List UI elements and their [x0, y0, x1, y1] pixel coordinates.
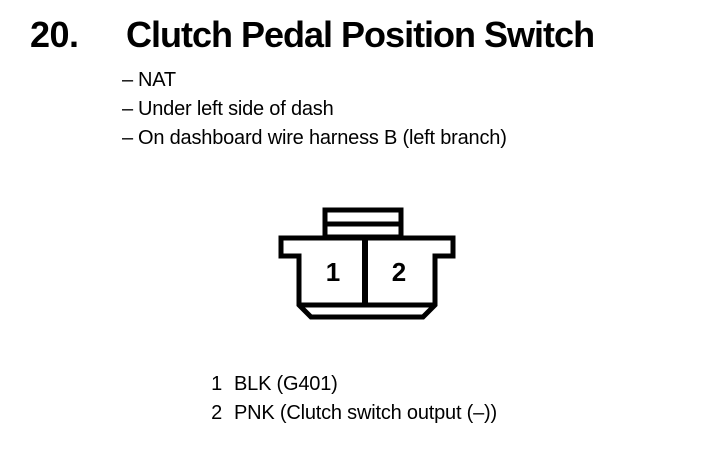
- dash-bullet: –: [122, 127, 133, 149]
- detail-list: –NAT –Under left side of dash –On dashbo…: [122, 66, 507, 153]
- pin-legend: 1 BLK (G401) 2 PNK (Clutch switch output (…: [211, 370, 497, 428]
- dash-bullet: –: [122, 98, 133, 120]
- legend-wire-label: PNK (Clutch switch output (–)): [234, 402, 497, 424]
- pin-1-label: 1: [326, 257, 340, 287]
- legend-pin-number: 2: [211, 402, 222, 424]
- dash-bullet: –: [122, 69, 133, 91]
- legend-item: 1 BLK (G401): [211, 370, 497, 399]
- detail-item: –Under left side of dash: [122, 95, 507, 124]
- detail-text: Under left side of dash: [138, 98, 334, 120]
- detail-text: NAT: [138, 69, 176, 91]
- detail-text: On dashboard wire harness B (left branch…: [138, 127, 507, 149]
- detail-item: –NAT: [122, 66, 507, 95]
- section-number: 20.: [30, 14, 79, 55]
- pin-2-label: 2: [392, 257, 406, 287]
- page-title: Clutch Pedal Position Switch: [126, 14, 595, 55]
- legend-pin-number: 1: [211, 373, 222, 395]
- legend-item: 2 PNK (Clutch switch output (–)): [211, 399, 497, 428]
- detail-item: –On dashboard wire harness B (left branc…: [122, 124, 507, 153]
- legend-wire-label: BLK (G401): [234, 373, 338, 395]
